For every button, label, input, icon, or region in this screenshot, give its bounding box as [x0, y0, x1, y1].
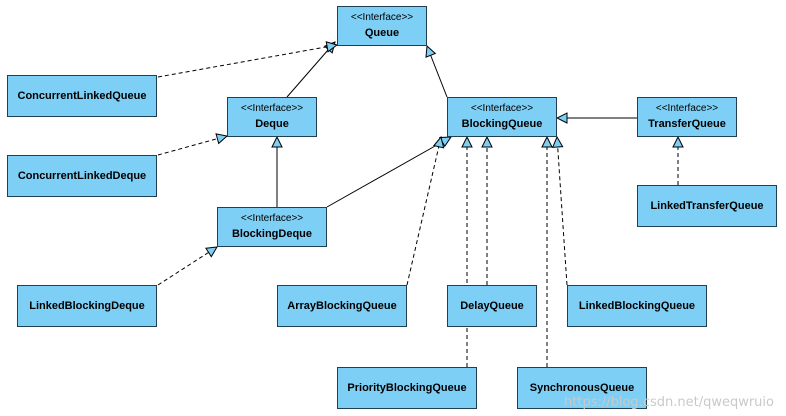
- edge-deque-extends-queue: [286, 42, 335, 98]
- watermark-url: https://blog.csdn.net/qweqwruio: [564, 395, 774, 410]
- class-name: BlockingQueue: [461, 118, 543, 130]
- class-synchronous-queue[interactable]: SynchronousQueue: [517, 367, 647, 409]
- edge-blockingqueue-extends-queue: [427, 46, 448, 98]
- class-name: ConcurrentLinkedDeque: [17, 170, 147, 182]
- stereotype-label: <<Interface>>: [350, 12, 414, 23]
- class-name: LinkedTransferQueue: [650, 200, 764, 212]
- class-linked-transfer-queue[interactable]: LinkedTransferQueue: [637, 185, 777, 227]
- class-transfer-queue[interactable]: <<Interface>> TransferQueue: [637, 97, 737, 137]
- class-name: Queue: [364, 27, 400, 39]
- class-queue[interactable]: <<Interface>> Queue: [337, 6, 427, 46]
- edge-arrayblockingqueue-implements-blockingqueue: [406, 137, 441, 286]
- class-name: PriorityBlockingQueue: [347, 382, 467, 394]
- edge-concurrentlinkeddeque-implements-deque: [157, 136, 227, 156]
- edge-blockingdeque-extends-blockingqueue: [326, 137, 451, 208]
- class-name: ConcurrentLinkedQueue: [17, 90, 147, 102]
- class-deque[interactable]: <<Interface>> Deque: [227, 97, 317, 137]
- stereotype-label: <<Interface>>: [240, 103, 304, 114]
- stereotype-label: <<Interface>>: [240, 213, 304, 224]
- class-name: ArrayBlockingQueue: [287, 300, 397, 312]
- edge-linkedblockingdeque-implements-blockingdeque: [157, 247, 217, 286]
- class-name: TransferQueue: [648, 118, 726, 130]
- class-name: DelayQueue: [460, 300, 524, 312]
- class-priority-blocking-queue[interactable]: PriorityBlockingQueue: [337, 367, 477, 409]
- class-name: SynchronousQueue: [529, 382, 635, 394]
- class-concurrent-linked-queue[interactable]: ConcurrentLinkedQueue: [7, 75, 157, 117]
- class-name: Deque: [255, 118, 289, 130]
- class-linked-blocking-deque[interactable]: LinkedBlockingDeque: [17, 285, 157, 327]
- class-blocking-deque[interactable]: <<Interface>> BlockingDeque: [217, 207, 327, 247]
- class-array-blocking-queue[interactable]: ArrayBlockingQueue: [277, 285, 407, 327]
- edge-concurrentlinkedqueue-implements-queue: [157, 45, 337, 78]
- edge-linkedblockingqueue-implements-blockingqueue: [557, 137, 568, 286]
- class-concurrent-linked-deque[interactable]: ConcurrentLinkedDeque: [7, 155, 157, 197]
- class-name: BlockingDeque: [231, 228, 313, 240]
- class-name: LinkedBlockingQueue: [578, 300, 696, 312]
- stereotype-label: <<Interface>>: [470, 103, 534, 114]
- stereotype-label: <<Interface>>: [655, 103, 719, 114]
- class-name: LinkedBlockingDeque: [29, 300, 145, 312]
- class-delay-queue[interactable]: DelayQueue: [447, 285, 537, 327]
- class-blocking-queue[interactable]: <<Interface>> BlockingQueue: [447, 97, 557, 137]
- class-linked-blocking-queue[interactable]: LinkedBlockingQueue: [567, 285, 707, 327]
